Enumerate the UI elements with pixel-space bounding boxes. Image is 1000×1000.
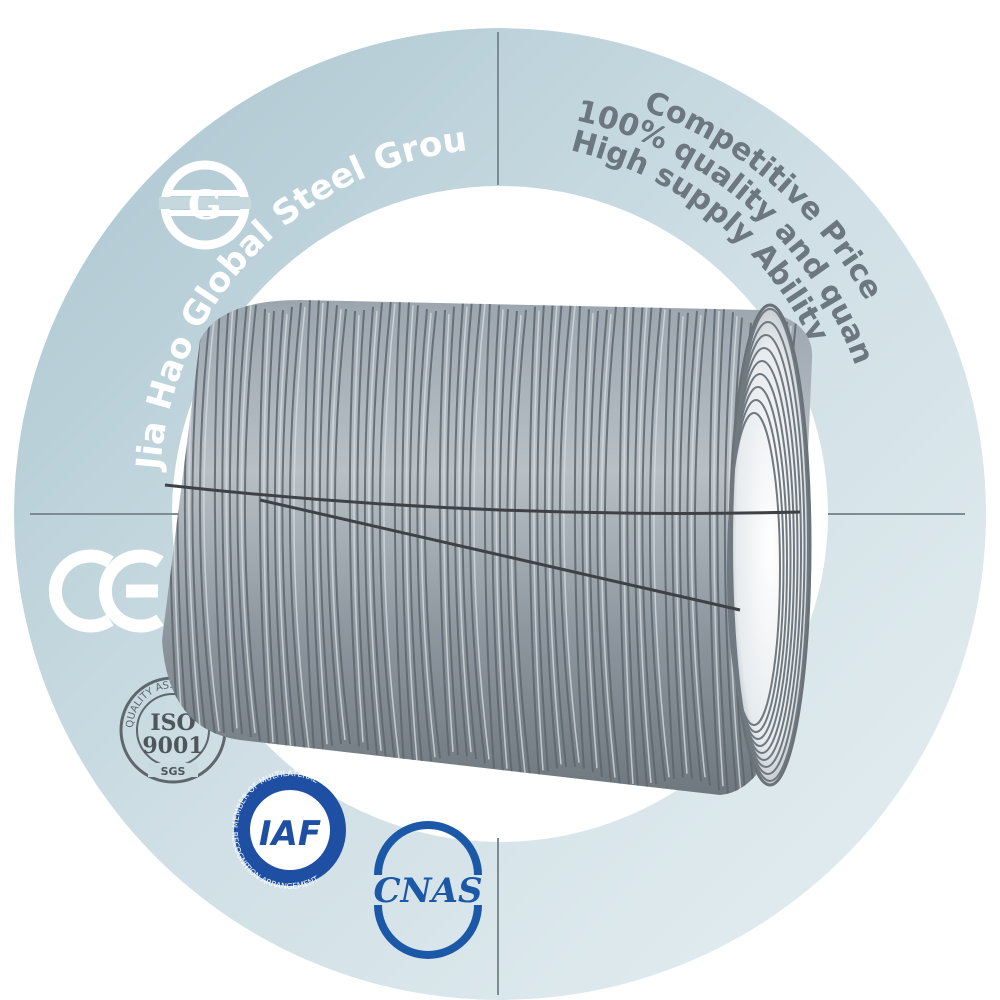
coil-strand: [318, 301, 333, 746]
coil-strand: [678, 312, 693, 779]
coil-strand-highlight: [383, 303, 400, 760]
coil-strand-highlight: [203, 310, 220, 732]
iso-line1: ISO: [150, 710, 195, 736]
coil-strand: [423, 310, 441, 759]
coil-strand: [236, 301, 252, 738]
coil-strand: [626, 300, 639, 789]
coil-strand-highlight: [263, 312, 274, 743]
coil-strand-highlight: [585, 313, 598, 769]
ce-mark-icon: [48, 549, 164, 633]
iaf-badge-icon: MEMBER OF MULTILATERAL RECOGNITION ARRAN…: [230, 769, 346, 891]
coil-strand: [213, 302, 225, 734]
coil-strand: [528, 306, 540, 775]
logo-letter: G: [188, 182, 222, 229]
coil-strand-highlight: [315, 303, 328, 745]
coil-strand: [671, 312, 684, 778]
coil-strand-highlight: [495, 309, 508, 769]
coil-strand: [303, 300, 315, 752]
coil-strand: [258, 308, 270, 747]
iso-line2: 9001: [142, 733, 203, 759]
iso-bottom: SGS: [161, 765, 186, 778]
coil-strand: [311, 300, 324, 749]
coil-strand-highlight: [623, 306, 634, 784]
coil-strand: [453, 302, 468, 757]
coil-strand: [723, 312, 738, 795]
coil-strand-highlight: [420, 313, 436, 758]
coil-strand: [633, 300, 648, 788]
coil-strand: [536, 302, 549, 772]
coil-strand: [266, 310, 279, 751]
coil-strand-highlight: [563, 305, 580, 763]
coil-end-loop: [727, 412, 781, 726]
coil-strand: [363, 306, 378, 755]
cnas-label: CNAS: [373, 871, 482, 911]
coil-strand-highlight: [240, 305, 256, 734]
coil-strand: [191, 310, 207, 739]
coil-strand: [618, 302, 630, 788]
cnas-badge-icon: CNAS: [373, 821, 483, 959]
coil-strand: [498, 309, 513, 776]
coil-strand-highlight: [330, 309, 346, 740]
coil-strand: [348, 310, 360, 747]
coil-strand: [461, 300, 477, 760]
coil-strand: [648, 305, 666, 782]
coil-strand: [686, 310, 702, 782]
coil-strand: [573, 305, 585, 769]
coil-strand-highlight: [653, 309, 670, 778]
coil-strand: [506, 310, 522, 778]
coil-strand: [641, 301, 657, 785]
coil-strand: [543, 300, 558, 769]
coil-strand: [663, 309, 675, 779]
coil-strand: [468, 300, 486, 764]
coil-strand: [288, 302, 306, 754]
coil-strand: [228, 300, 243, 734]
coil-strand: [603, 306, 621, 786]
coil-strand-highlight: [600, 313, 616, 778]
coil-strand-highlight: [473, 303, 490, 760]
coil-strand: [281, 306, 297, 755]
coil-strand-highlight: [353, 314, 364, 743]
coil-strand: [483, 301, 495, 769]
coil-strand-highlight: [675, 316, 688, 774]
coil-strand-highlight: [458, 306, 472, 753]
coil-strand: [551, 300, 567, 767]
coil-strand: [708, 306, 720, 791]
coil-strand-highlight: [638, 303, 652, 784]
coil-strand-highlight: [443, 313, 454, 752]
coil-strand: [446, 306, 459, 756]
coil-strand: [581, 309, 594, 773]
coil-strand: [491, 305, 504, 773]
coil-strand-highlight: [278, 314, 292, 750]
coil-strand: [716, 308, 729, 795]
steel-wire-coil-icon: [162, 300, 813, 795]
coil-strand: [693, 308, 711, 786]
coil-strand-highlight: [510, 314, 526, 774]
coil-strand: [596, 309, 612, 782]
iaf-label: IAF: [259, 814, 321, 854]
coil-strand-highlight: [690, 314, 706, 778]
coil-strand: [438, 309, 450, 756]
coil-strand: [588, 310, 603, 777]
coil-strand-highlight: [368, 310, 382, 751]
coil-strand: [221, 300, 234, 733]
coil-strand: [273, 310, 288, 754]
coil-strand: [378, 300, 396, 764]
coil-strand-highlight: [548, 303, 562, 765]
coil-strand: [356, 310, 369, 751]
coil-strand-highlight: [293, 306, 310, 750]
coil-strand: [513, 309, 531, 777]
coil-strand: [326, 305, 342, 745]
coil-strand-highlight: [225, 303, 238, 729]
coil-strand-highlight: [713, 310, 724, 787]
coil-strand: [333, 308, 351, 745]
coil-strand-highlight: [533, 310, 544, 771]
company-logo-icon: G: [159, 160, 251, 250]
ring-dividers: [30, 32, 965, 995]
coil-strand: [198, 306, 216, 736]
coil-strand: [243, 304, 261, 742]
coil-strand: [371, 302, 387, 760]
coil-strand: [558, 301, 576, 767]
